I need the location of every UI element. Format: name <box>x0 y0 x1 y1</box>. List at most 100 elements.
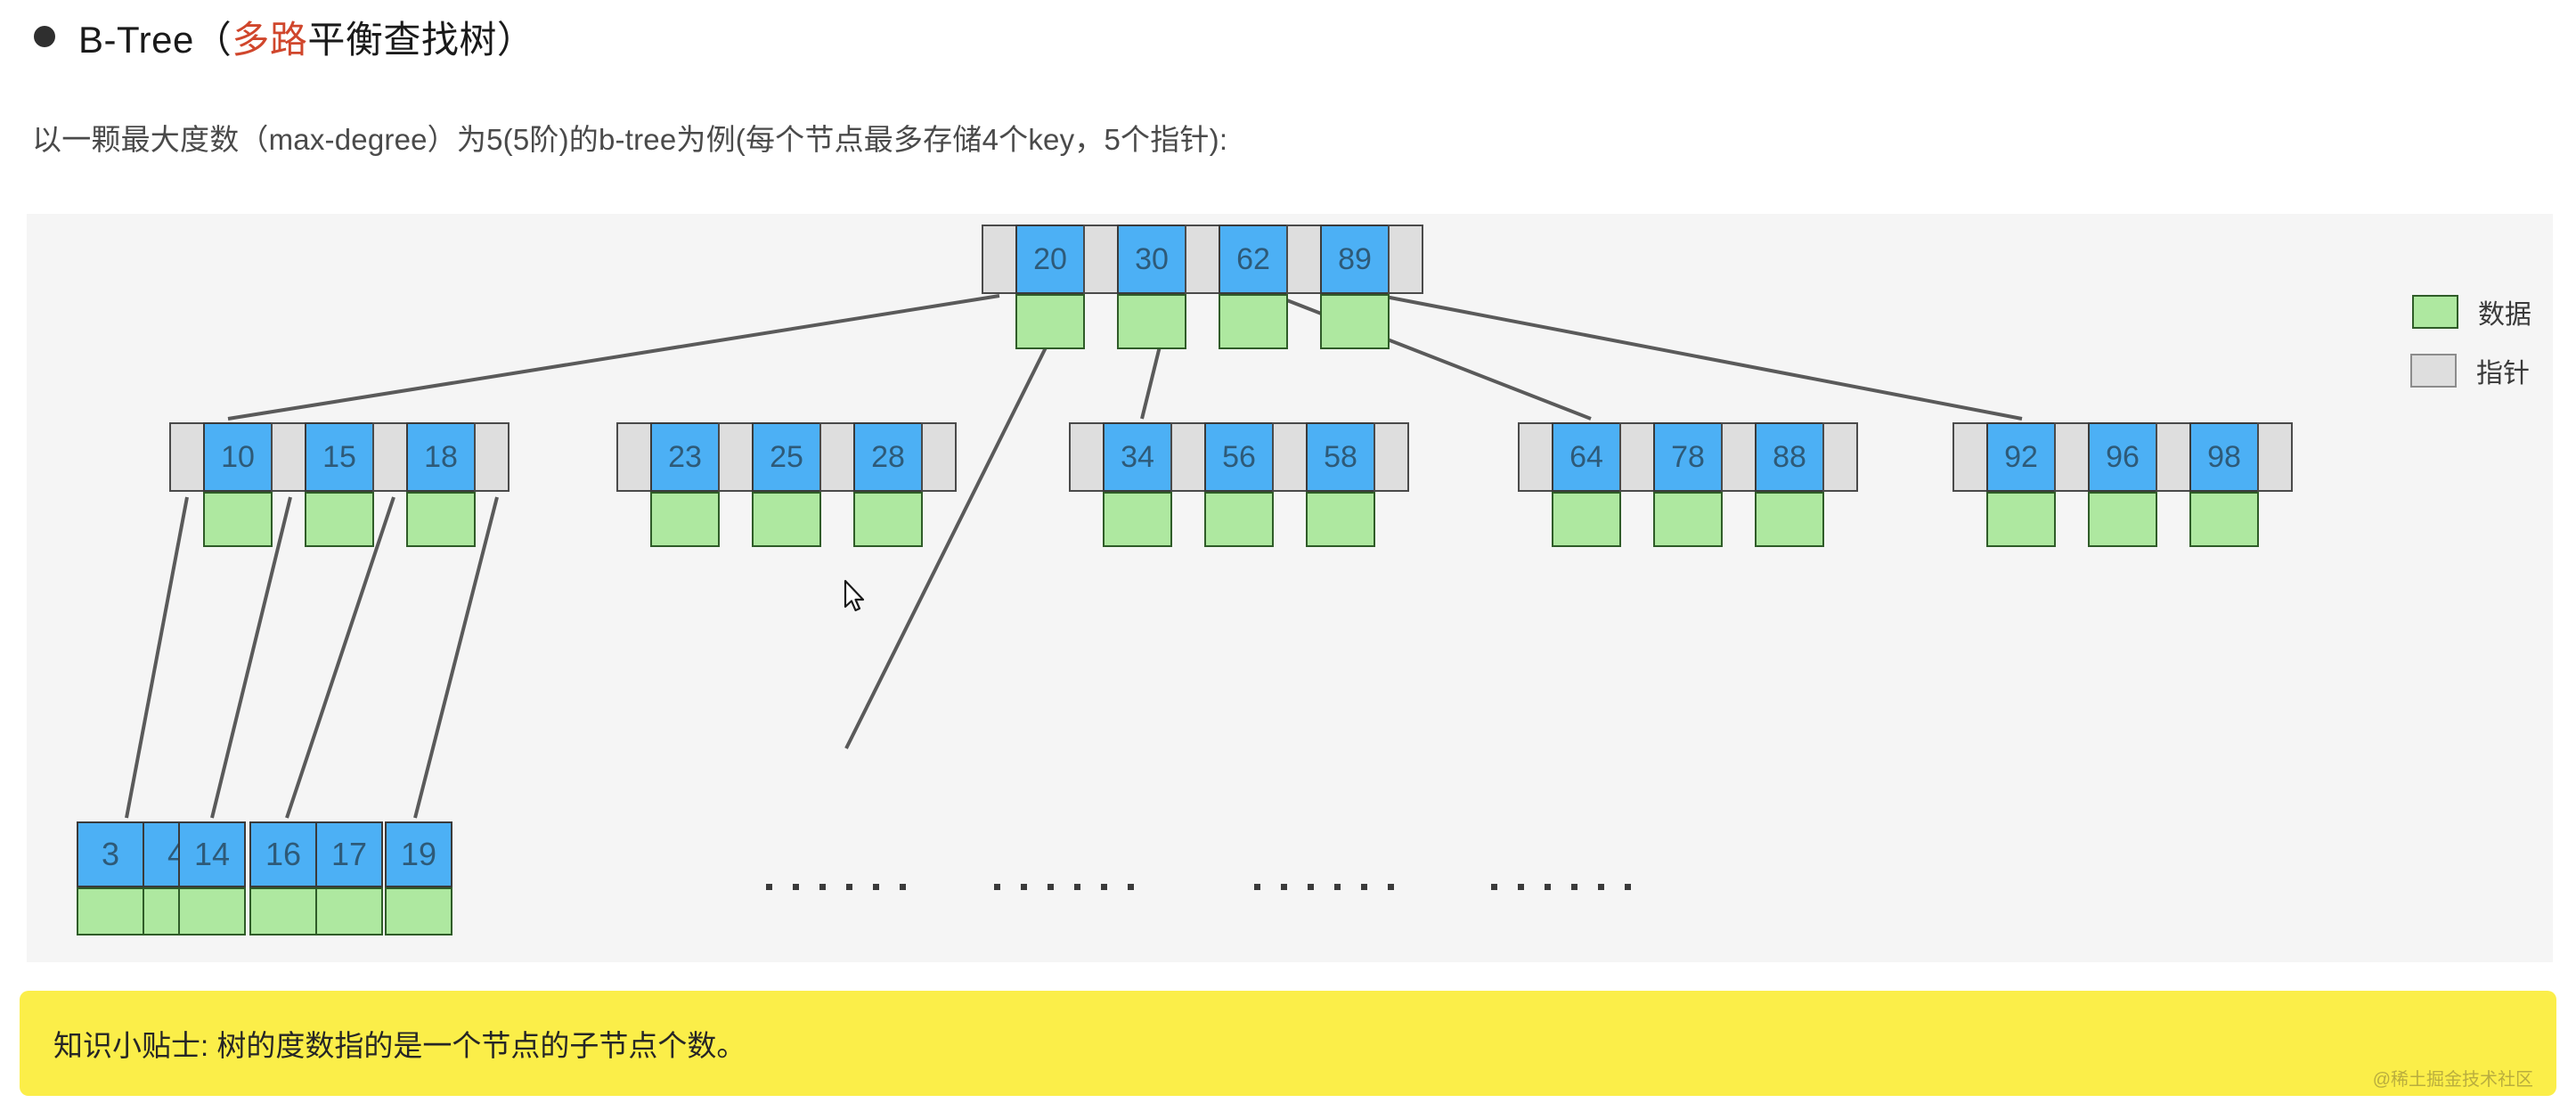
pointer-cell <box>1619 422 1655 492</box>
key-cell: 23 <box>650 422 720 547</box>
data-cell <box>1653 492 1723 547</box>
data-cell <box>1103 492 1172 547</box>
key-cell: 15 <box>305 422 374 547</box>
key-cell: 3 <box>77 821 144 936</box>
ellipsis-dots <box>766 884 906 890</box>
data-cell <box>1204 492 1274 547</box>
pointer-cell <box>2054 422 2090 492</box>
ellipsis-dots <box>994 884 1134 890</box>
pointer-cell <box>1721 422 1757 492</box>
pointer-cell <box>1822 422 1858 492</box>
key-cell: 19 <box>385 821 452 936</box>
pointer-cell <box>718 422 754 492</box>
title-suffix: 平衡查找树） <box>307 18 535 61</box>
legend-item-pointer: 指针 <box>2410 351 2531 390</box>
key-cell: 62 <box>1219 225 1288 349</box>
tip-banner: 知识小贴士: 树的度数指的是一个节点的子节点个数。 @稀土掘金技术社区 <box>20 991 2556 1096</box>
pointer-cell <box>169 422 205 492</box>
pointer-cell <box>1388 225 1423 294</box>
data-cell <box>385 887 452 936</box>
data-cell <box>1015 294 1085 349</box>
pointer-cell <box>474 422 509 492</box>
key-cell: 20 <box>1015 225 1085 349</box>
key-cell: 98 <box>2189 422 2259 547</box>
bullet-dot-icon <box>34 26 55 47</box>
data-cell <box>1117 294 1186 349</box>
data-cell <box>1320 294 1390 349</box>
key-cell: 34 <box>1103 422 1172 547</box>
legend-item-data: 数据 <box>2412 292 2531 331</box>
legend-swatch-pointer-icon <box>2410 354 2457 388</box>
data-cell <box>1755 492 1824 547</box>
legend-swatch-data-icon <box>2412 295 2458 329</box>
page-heading: B-Tree（多路平衡查找树） <box>34 9 534 64</box>
data-cell <box>249 887 317 936</box>
pointer-cell <box>2257 422 2293 492</box>
mouse-pointer-icon <box>844 579 865 612</box>
key-cell: 92 <box>1986 422 2056 547</box>
data-cell <box>752 492 821 547</box>
page-title: B-Tree（多路平衡查找树） <box>78 10 534 64</box>
pointer-cell <box>1069 422 1105 492</box>
pointer-cell <box>1185 225 1220 294</box>
legend-label-pointer: 指针 <box>2476 359 2530 388</box>
pointer-cell <box>982 225 1017 294</box>
pointer-cell <box>271 422 306 492</box>
tree-node-level2-3: 64 78 88 <box>1518 422 1858 547</box>
tree-node-leaf-1: 14 <box>178 821 246 936</box>
key-cell: 78 <box>1653 422 1723 547</box>
pointer-cell <box>921 422 957 492</box>
title-highlight: 多路 <box>232 18 308 61</box>
tree-node-level2-2: 34 56 58 <box>1069 422 1409 547</box>
data-cell <box>1986 492 2056 547</box>
pointer-cell <box>1374 422 1409 492</box>
key-cell: 56 <box>1204 422 1274 547</box>
data-cell <box>1306 492 1375 547</box>
data-cell <box>853 492 923 547</box>
key-cell: 18 <box>406 422 476 547</box>
key-cell: 58 <box>1306 422 1375 547</box>
tree-edge <box>227 294 1000 421</box>
title-prefix: B-Tree（ <box>78 18 232 61</box>
data-cell <box>2088 492 2157 547</box>
data-cell <box>77 887 144 936</box>
key-cell: 30 <box>1117 225 1186 349</box>
key-cell: 96 <box>2088 422 2157 547</box>
pointer-cell <box>372 422 408 492</box>
tree-node-leaf-3: 19 <box>385 821 452 936</box>
legend: 数据 指针 <box>2410 292 2531 390</box>
data-cell <box>1219 294 1288 349</box>
key-cell: 88 <box>1755 422 1824 547</box>
key-cell: 14 <box>178 821 246 936</box>
tip-text: 知识小贴士: 树的度数指的是一个节点的子节点个数。 <box>53 1029 746 1062</box>
tree-node-level2-1: 23 25 28 <box>616 422 957 547</box>
tree-edge <box>1380 294 2023 421</box>
pointer-cell <box>819 422 855 492</box>
pointer-cell <box>1952 422 1988 492</box>
tree-edge <box>125 496 189 819</box>
data-cell <box>178 887 246 936</box>
key-cell: 28 <box>853 422 923 547</box>
data-cell <box>650 492 720 547</box>
pointer-cell <box>1170 422 1206 492</box>
key-cell: 16 <box>249 821 317 936</box>
pointer-cell <box>2156 422 2191 492</box>
tree-node-level2-0: 10 15 18 <box>169 422 509 547</box>
data-cell <box>203 492 273 547</box>
key-cell: 64 <box>1552 422 1621 547</box>
ellipsis-dots <box>1254 884 1394 890</box>
data-cell <box>315 887 383 936</box>
data-cell <box>2189 492 2259 547</box>
data-cell <box>1552 492 1621 547</box>
tree-node-level2-4: 92 96 98 <box>1952 422 2293 547</box>
pointer-cell <box>1083 225 1119 294</box>
key-cell: 89 <box>1320 225 1390 349</box>
pointer-cell <box>1286 225 1322 294</box>
key-cell: 10 <box>203 422 273 547</box>
pointer-cell <box>1272 422 1308 492</box>
data-cell <box>406 492 476 547</box>
pointer-cell <box>1518 422 1553 492</box>
key-cell: 25 <box>752 422 821 547</box>
